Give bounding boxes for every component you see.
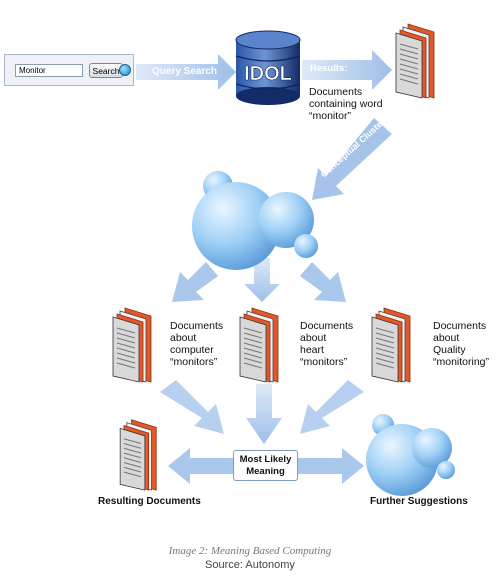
label-line: “monitoring”: [433, 356, 490, 369]
label-line: about: [170, 332, 197, 345]
label-line: Documents: [433, 320, 487, 332]
center-line: Meaning: [246, 466, 285, 477]
resulting-documents-stack-icon: [119, 419, 157, 491]
search-widget: Monitor Search: [4, 54, 134, 86]
arrow-cloud-left: [172, 262, 218, 302]
results-label: Results:: [310, 63, 348, 74]
label-line: about: [433, 332, 460, 345]
results-description: Documents containing word “monitor”: [309, 86, 399, 122]
center-line: Most Likely: [239, 454, 292, 465]
label-line: Documents: [300, 320, 354, 332]
label-line: Quality: [433, 344, 466, 357]
search-button[interactable]: Search: [89, 63, 123, 78]
concept-cluster-cloud-icon: [192, 171, 318, 270]
idol-label: IDOL: [244, 63, 292, 85]
label-line: about: [300, 332, 327, 345]
further-suggestions-cloud-icon: [366, 414, 455, 496]
arrow-from-computer-docs: [160, 380, 224, 434]
results-line: Documents: [309, 86, 363, 98]
query-search-label: Query Search: [152, 66, 218, 77]
resulting-documents-label: Resulting Documents: [98, 496, 201, 507]
arrow-from-heart-docs: [246, 384, 282, 444]
quality-documents-stack-icon: [371, 307, 411, 383]
heart-monitors-label: Documents about heart “monitors”: [300, 320, 353, 368]
search-input[interactable]: Monitor: [15, 64, 83, 77]
computer-monitors-label: Documents about computer “monitors”: [170, 320, 223, 368]
label-line: “monitors”: [300, 356, 348, 369]
arrow-conceptual-clustering: [312, 118, 392, 200]
documents-stack-icon: [395, 23, 435, 99]
label-line: “monitors”: [170, 356, 218, 369]
results-line: containing word: [309, 98, 383, 111]
arrow-to-further-suggestions: [298, 448, 364, 484]
results-line: “monitor”: [309, 110, 352, 123]
quality-monitoring-label: Documents about Quality “monitoring”: [433, 320, 489, 368]
arrow-cloud-right: [300, 262, 346, 302]
caption-source: Source: Autonomy: [205, 559, 295, 571]
globe-icon: [119, 64, 131, 76]
further-suggestions-label: Further Suggestions: [370, 496, 468, 507]
arrow-to-resulting-documents: [168, 448, 234, 484]
most-likely-meaning-box: Most Likely Meaning: [233, 450, 298, 481]
idol-database-icon: [235, 30, 301, 105]
label-line: heart: [300, 344, 324, 357]
computer-documents-stack-icon: [112, 307, 152, 383]
arrow-from-quality-docs: [300, 380, 364, 434]
arrow-results: [302, 50, 392, 90]
caption-title: Image 2: Meaning Based Computing: [168, 545, 332, 557]
label-line: Documents: [170, 320, 224, 332]
arrow-query-search: [136, 54, 236, 90]
heart-documents-stack-icon: [239, 307, 279, 383]
arrow-cloud-center: [244, 258, 280, 302]
label-line: computer: [170, 344, 214, 357]
